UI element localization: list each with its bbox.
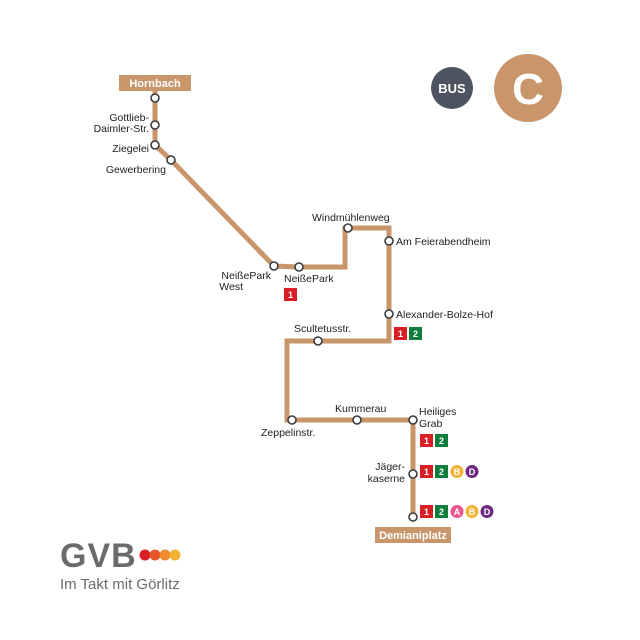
connection-badge-tram-2: 2 [435,465,448,478]
connection-badge-tram-2: 2 [435,434,448,447]
stop-marker[interactable] [408,415,418,425]
stop-label: Windmühlenweg [312,212,390,224]
logo-dots-icon [139,549,181,561]
stop-label: Gewerbering [106,164,166,176]
line-c-badge: C [494,54,562,122]
connection-badge-bus-D: D [465,465,479,478]
svg-text:B: B [454,467,461,477]
svg-text:1: 1 [424,507,429,517]
stop-marker[interactable] [408,512,418,522]
svg-text:2: 2 [413,329,418,339]
svg-text:B: B [469,507,476,517]
stop-marker[interactable] [150,140,160,150]
svg-text:D: D [484,507,491,517]
stop-marker[interactable] [384,236,394,246]
gvb-logo: GVB Im Takt mit Görlitz [60,537,181,593]
svg-text:C: C [512,65,544,114]
connection-badge-tram-1: 1 [420,465,433,478]
stop-marker[interactable] [352,415,362,425]
terminal-end-label: Demianiplatz [379,530,447,542]
stop-label: NeißePark [221,270,271,282]
connection-badge-tram-1: 1 [420,434,433,447]
svg-text:2: 2 [439,436,444,446]
connection-badge-bus-A: A [450,505,464,518]
stop-marker[interactable] [166,155,176,165]
svg-text:1: 1 [424,467,429,477]
svg-text:GVB: GVB [60,537,137,575]
stop-marker[interactable] [408,469,418,479]
stop-marker[interactable] [343,223,353,233]
connection-badge-tram-2: 2 [435,505,448,518]
bus-mode-badge: BUS [431,67,473,109]
stop-label: West [219,281,243,293]
connection-badge-tram-2: 2 [409,327,422,340]
stop-marker[interactable] [294,262,304,272]
connection-badge-tram-1: 1 [394,327,407,340]
stop-label: Jäger- [375,461,405,473]
stop-label: Scultetusstr. [294,323,351,335]
svg-text:1: 1 [398,329,403,339]
connection-badge-bus-B: B [465,505,479,518]
stop-marker[interactable] [287,415,297,425]
svg-text:2: 2 [439,507,444,517]
stop-label: Am Feierabendheim [396,236,491,248]
terminal-start-label: Hornbach [129,78,181,90]
stop-marker[interactable] [150,120,160,130]
stop-label: Kummerau [335,403,387,415]
stop-marker[interactable] [150,93,160,103]
stop-label: kaserne [368,473,406,485]
stop-marker[interactable] [313,336,323,346]
svg-text:1: 1 [288,290,293,300]
stop-label: Alexander-Bolze-Hof [396,309,493,321]
stop-label: Grab [419,418,443,430]
svg-text:D: D [469,467,476,477]
stop-label: Zeppelinstr. [261,427,315,439]
stop-marker[interactable] [269,261,279,271]
svg-text:BUS: BUS [438,81,466,96]
stop-label: Ziegelei [112,143,149,155]
terminal-start-box [119,75,191,91]
stop-marker[interactable] [384,309,394,319]
connection-badge-bus-B: B [450,465,464,478]
connection-badge-bus-D: D [480,505,494,518]
stop-label: NeißePark [284,273,334,285]
slogan: Im Takt mit Görlitz [60,576,180,593]
stop-label: Gottlieb- [109,112,149,124]
stop-label: Daimler-Str. [94,123,149,135]
connection-badge-tram-1: 1 [420,505,433,518]
stop-label: Heiliges [419,406,456,418]
svg-text:A: A [454,507,461,517]
terminal-end-box [375,527,451,543]
connection-badge-tram-1: 1 [284,288,297,301]
svg-text:2: 2 [439,467,444,477]
svg-text:1: 1 [424,436,429,446]
